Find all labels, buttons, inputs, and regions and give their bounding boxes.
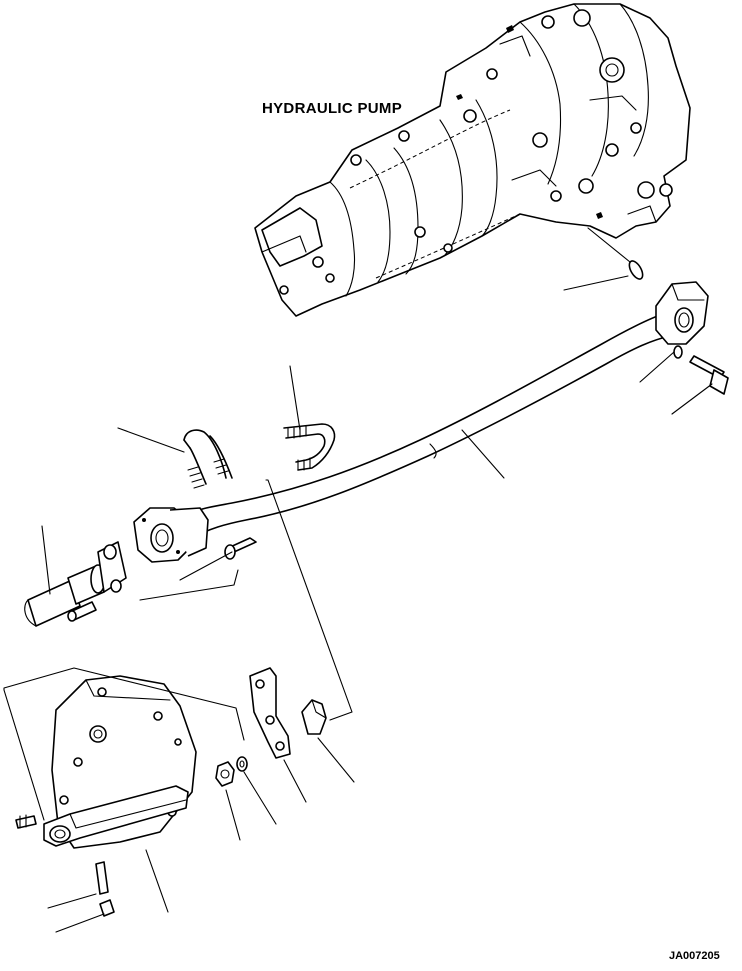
bracket-arm (15, 785, 189, 847)
clamp-pad-leader (317, 737, 355, 783)
u-bolt-front-leader (117, 427, 185, 453)
bracket-group-line-left (3, 689, 45, 821)
bracket-nut-leader (55, 913, 105, 933)
strap-group-line (265, 479, 353, 721)
u-bolt-front (183, 429, 233, 489)
tube-flange-pump-side (655, 281, 709, 345)
clamp-pad (301, 699, 327, 735)
u-bolt-rear-leader (289, 365, 301, 431)
nut-leader (225, 789, 241, 841)
hydraulic-pump (254, 3, 691, 317)
o-ring (628, 260, 644, 280)
bracket-arm-leader (145, 849, 169, 913)
drawing-code: JA007205 (669, 950, 720, 962)
washer-leader (639, 351, 675, 383)
clamp-strap (249, 667, 291, 759)
suction-tube (182, 312, 671, 541)
flange-bolt (673, 345, 729, 395)
tube-leader (461, 429, 505, 479)
tube-flange-hose-side (133, 507, 209, 563)
clamp-bolt (224, 537, 257, 560)
clamp-bolt-leader (179, 551, 233, 581)
washer-leader-bottom (243, 771, 277, 825)
flange-leader (139, 569, 239, 601)
bracket-bolt-leader (47, 893, 97, 909)
bracket-bolt (95, 861, 115, 917)
bracket-group-line (3, 667, 245, 741)
o-ring-leader (563, 275, 629, 291)
nut-and-washer (215, 756, 248, 787)
hose-leader (41, 525, 51, 595)
hydraulic-pump-label: HYDRAULIC PUMP (262, 100, 403, 117)
hose (24, 541, 127, 627)
bolt-leader (671, 383, 713, 415)
u-bolt-rear (283, 423, 336, 471)
clamp-strap-leader (283, 759, 307, 803)
